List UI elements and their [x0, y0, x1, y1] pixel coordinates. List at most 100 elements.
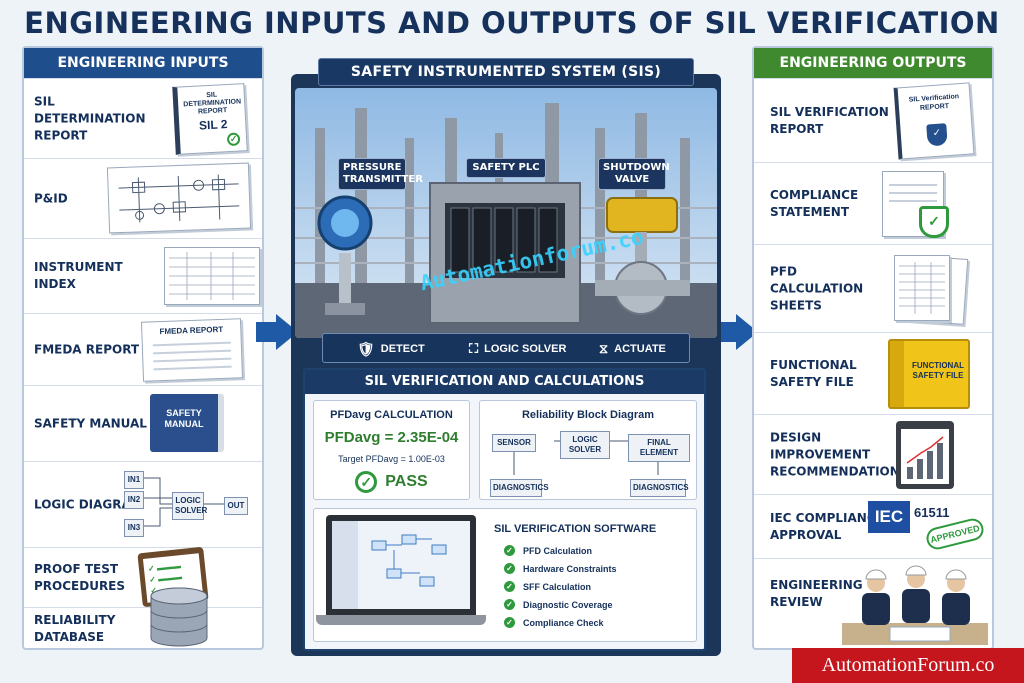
table-grid-icon [169, 252, 255, 300]
pid-lines-icon [118, 174, 240, 223]
output-label: COMPLIANCE STATEMENT [770, 187, 859, 219]
callout-shutdown-valve: SHUTDOWN VALVE [598, 158, 670, 190]
input-label: LOGIC DIAGRAM [34, 497, 143, 511]
chart-clipboard-icon [896, 421, 954, 489]
compliance-doc-icon: ✓ [882, 171, 949, 238]
rbd-sensor: SENSOR [492, 434, 536, 452]
calc-header: SIL VERIFICATION AND CALCULATIONS [305, 370, 704, 394]
binder-folder-icon: FUNCTIONAL SAFETY FILE [888, 339, 970, 409]
output-label: FUNCTIONAL SAFETY FILE [770, 357, 857, 389]
input-label: P&ID [34, 191, 68, 205]
check-icon: ✓ [504, 545, 515, 556]
output-label: IEC COMPLIANCE APPROVAL [770, 510, 884, 542]
fmeda-doc-title: FMEDA REPORT [159, 324, 224, 337]
output-arrow-icon [716, 322, 738, 342]
input-item-reliability-db: RELIABILITY DATABASE [24, 587, 262, 650]
pass-label: PASS [385, 473, 428, 490]
pfd-target: Target PFDavg = 1.00E-03 [338, 454, 445, 464]
check-icon: ✓ [226, 132, 241, 147]
input-item-fmeda: FMEDA REPORT FMEDA REPORT [24, 313, 262, 385]
table-sheet-icon [164, 247, 260, 305]
input-item-proof-test: PROOF TEST PROCEDURES ✓ ▬▬▬✓ ▬▬▬✓ ▬▬▬ [24, 546, 262, 608]
check-item: ✓SFF Calculation [504, 581, 591, 592]
pfd-box: PFDavg CALCULATION PFDavg = 2.35E-04 Tar… [313, 400, 470, 500]
iec-logo-text: IEC [874, 507, 904, 526]
input-label: SIL DETERMINATION REPORT [34, 94, 146, 142]
inputs-header: ENGINEERING INPUTS [24, 48, 262, 78]
flow-logic-label: LOGIC SOLVER [484, 343, 567, 355]
sis-title: SAFETY INSTRUMENTED SYSTEM (SIS) [318, 58, 694, 86]
input-item-pid: P&ID [24, 158, 262, 238]
inputs-panel: ENGINEERING INPUTS SIL DETERMINATION REP… [22, 46, 264, 650]
flow-detect-label: DETECT [380, 343, 425, 355]
pfd-title: PFDavg CALCULATION [330, 409, 453, 421]
logic-solver-block: LOGIC SOLVER [172, 492, 207, 520]
shield-icon: 🛡 [357, 340, 375, 357]
outputs-panel: ENGINEERING OUTPUTS SIL VERIFICATION REP… [752, 46, 994, 650]
output-item-safety-file: FUNCTIONAL SAFETY FILE FUNCTIONAL SAFETY… [754, 332, 992, 414]
sil-report-icon: SIL DETERMINATION REPORT SIL 2 ✓ [172, 83, 248, 155]
rbd-diagnostics-1: DIAGNOSTICS [490, 479, 549, 497]
flow-logic: ⛶ LOGIC SOLVER [469, 339, 566, 359]
output-label: PFD CALCULATION SHEETS [770, 264, 864, 312]
rbd-final-element: FINAL ELEMENT [628, 434, 690, 462]
callout-safety-plc: SAFETY PLC [466, 158, 546, 178]
database-icon [148, 586, 210, 648]
green-shield-icon: ✓ [919, 206, 949, 238]
output-item-sil-report: SIL VERIFICATION REPORT SIL Verification… [754, 78, 992, 162]
software-title: SIL VERIFICATION SOFTWARE [494, 523, 657, 535]
check-icon: ✓ [504, 581, 515, 592]
input-label: FMEDA REPORT [34, 342, 140, 356]
output-item-pfd-sheets: PFD CALCULATION SHEETS [754, 244, 992, 332]
logic-in3: IN3 [124, 519, 144, 537]
rbd-diagnostics-2: DIAGNOSTICS [630, 479, 689, 497]
logic-out: OUT [224, 497, 248, 515]
check-item: ✓PFD Calculation [504, 545, 592, 556]
fmeda-report-icon: FMEDA REPORT [140, 318, 244, 382]
sil-verification-report-icon: SIL Verification REPORT ✓ [893, 82, 975, 160]
output-item-compliance: COMPLIANCE STATEMENT ✓ [754, 162, 992, 244]
engineers-team-icon [838, 561, 992, 649]
check-item: ✓Diagnostic Coverage [504, 599, 613, 610]
iec-logo-icon: IEC [868, 501, 910, 533]
sil-report-title: SIL DETERMINATION REPORT [183, 91, 242, 116]
input-label: RELIABILITY DATABASE [34, 613, 116, 644]
output-item-engineering-review: ENGINEERING REVIEW [754, 558, 992, 650]
output-label: ENGINEERING REVIEW [770, 577, 863, 609]
pid-drawing-icon [106, 162, 252, 234]
input-label: PROOF TEST PROCEDURES [34, 561, 126, 593]
check-icon: ✓ [504, 563, 515, 574]
check-icon: ✓ [504, 599, 515, 610]
input-item-safety-manual: SAFETY MANUAL SAFETY MANUAL [24, 385, 262, 461]
rbd-title: Reliability Block Diagram [521, 409, 655, 421]
flow-detect: 🛡 DETECT [357, 339, 425, 359]
network-icon: ⛶ [469, 341, 479, 356]
input-item-sil-determination: SIL DETERMINATION REPORT SIL DETERMINATI… [24, 78, 262, 158]
callout-pressure-transmitter: PRESSURE TRANSMITTER [338, 158, 423, 190]
input-item-instrument-index: INSTRUMENT INDEX [24, 238, 262, 313]
check-icon: ✓ [504, 617, 515, 628]
sis-flow-bar: 🛡 DETECT ⛶ LOGIC SOLVER ⧖ ACTUATE [322, 333, 690, 363]
check-item: ✓Hardware Constraints [504, 563, 617, 574]
output-label: DESIGN IMPROVEMENT RECOMMENDATIONS [770, 430, 909, 478]
software-checklist: ✓PFD Calculation ✓Hardware Constraints ✓… [504, 545, 684, 641]
approved-stamp-icon: APPROVED [924, 516, 986, 552]
input-label: INSTRUMENT INDEX [34, 260, 123, 291]
sil-report-value: SIL 2 [198, 117, 228, 133]
iec-standard: 61511 [914, 505, 950, 520]
input-arrow-icon [256, 322, 278, 342]
sil-verification-doc-title: SIL Verification REPORT [908, 93, 960, 112]
logic-in1: IN1 [124, 471, 144, 489]
rbd-logic-solver: LOGIC SOLVER [560, 431, 610, 459]
flow-actuate: ⧖ ACTUATE [599, 339, 666, 359]
manual-book-title: SAFETY MANUAL [164, 408, 204, 429]
pfd-result: ✓ PASS [314, 471, 469, 493]
shield-check-icon: ✓ [926, 123, 948, 147]
input-item-logic-diagram: LOGIC DIAGRAM IN1 IN2 IN3 LOGIC SOLVER O… [24, 461, 262, 547]
logic-in2: IN2 [124, 491, 144, 509]
safety-manual-book-icon: SAFETY MANUAL [150, 394, 224, 452]
binder-title: FUNCTIONAL SAFETY FILE [912, 361, 964, 380]
check-item: ✓Compliance Check [504, 617, 604, 628]
brand-logo: AutomationForum.co [792, 648, 1024, 683]
logic-diagram-icon: IN1 IN2 IN3 LOGIC SOLVER OUT [124, 468, 264, 542]
